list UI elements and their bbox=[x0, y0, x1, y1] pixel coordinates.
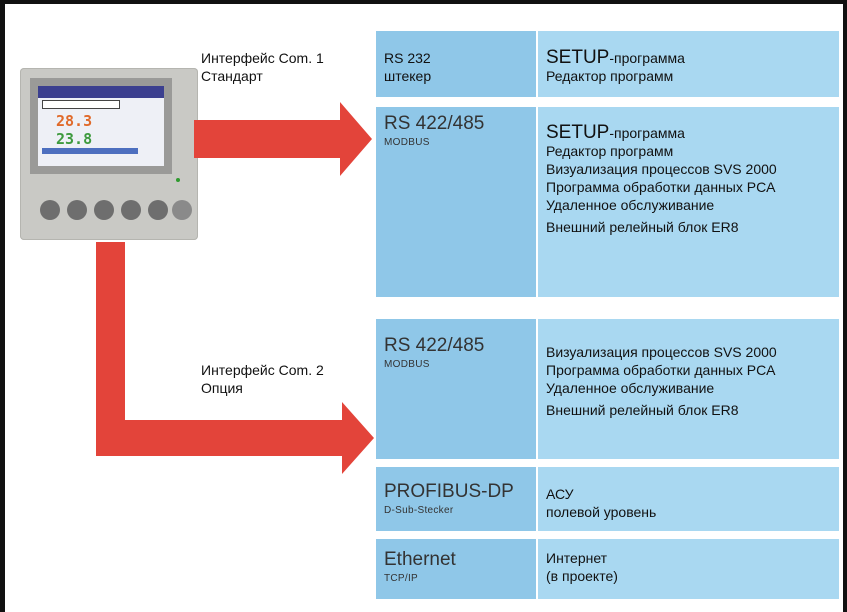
status-led bbox=[176, 178, 180, 182]
setup-program-item: SETUP-программа bbox=[546, 122, 685, 143]
rs232-functions-box: SETUP-программа Редактор программ bbox=[538, 31, 839, 97]
ethernet-box: Ethernet TCP/IP bbox=[376, 539, 536, 599]
screen-header-bar bbox=[38, 86, 164, 98]
function-item: Внешний релейный блок ER8 bbox=[546, 402, 739, 418]
profibus-title: PROFIBUS-DP bbox=[384, 481, 514, 502]
screen-title-box bbox=[42, 100, 120, 109]
screen-value-2: 23.8 bbox=[56, 130, 93, 148]
com2-label: Интерфейс Com. 2 Опция bbox=[201, 362, 324, 396]
function-item: Интернет bbox=[546, 550, 608, 566]
com1-label: Интерфейс Com. 1 Стандарт bbox=[201, 50, 324, 84]
profibus-box: PROFIBUS-DP D-Sub-Stecker bbox=[376, 467, 536, 531]
rs422-com1-sub: MODBUS bbox=[384, 137, 430, 148]
function-item: АСУ bbox=[546, 486, 574, 502]
rs232-sub: штекер bbox=[384, 68, 432, 84]
rs422-com2-functions-box: Визуализация процессов SVS 2000 Программ… bbox=[538, 319, 839, 459]
function-item: Программа обработки данных PCA bbox=[546, 179, 776, 195]
ethernet-functions-list: Интернет (в проекте) bbox=[546, 549, 618, 585]
function-item: Редактор программ bbox=[546, 68, 674, 84]
device-screen: 28.3 23.8 bbox=[38, 86, 164, 166]
device-button-1 bbox=[40, 200, 60, 220]
profibus-functions-box: АСУ полевой уровень bbox=[538, 467, 839, 531]
function-item: (в проекте) bbox=[546, 568, 618, 584]
device-button-2 bbox=[67, 200, 87, 220]
function-item: Визуализация процессов SVS 2000 bbox=[546, 344, 777, 360]
ethernet-sub: TCP/IP bbox=[384, 573, 419, 584]
rs422-com2-sub: MODBUS bbox=[384, 359, 430, 370]
function-item: полевой уровень bbox=[546, 504, 657, 520]
setup-program-item: SETUP-программа bbox=[546, 47, 685, 68]
device-button-3 bbox=[94, 200, 114, 220]
device-screen-bezel: 28.3 23.8 bbox=[30, 78, 172, 174]
rs422-com1-functions-box: SETUP-программа Редактор программ Визуал… bbox=[538, 107, 839, 297]
screen-value-1: 28.3 bbox=[56, 112, 93, 130]
rs232-box: RS 232 штекер bbox=[376, 31, 536, 97]
device-button-6 bbox=[172, 200, 192, 220]
function-item: Визуализация процессов SVS 2000 bbox=[546, 161, 777, 177]
function-item: Редактор программ bbox=[546, 143, 674, 159]
arrow-com2 bbox=[96, 242, 374, 474]
function-item: Программа обработки данных PCA bbox=[546, 362, 776, 378]
screen-status-strip bbox=[42, 148, 138, 154]
rs422-com1-title: RS 422/485 bbox=[384, 113, 485, 134]
device-button-4 bbox=[121, 200, 141, 220]
rs232-functions-list: SETUP-программа Редактор программ bbox=[546, 47, 685, 85]
arrow-com1 bbox=[194, 102, 372, 176]
profibus-functions-list: АСУ полевой уровень bbox=[546, 485, 656, 521]
device-button-5 bbox=[148, 200, 168, 220]
function-item: Внешний релейный блок ER8 bbox=[546, 219, 739, 235]
ethernet-title: Ethernet bbox=[384, 549, 456, 570]
function-item: Удаленное обслуживание bbox=[546, 197, 715, 213]
ethernet-functions-box: Интернет (в проекте) bbox=[538, 539, 839, 599]
rs422-com2-box: RS 422/485 MODBUS bbox=[376, 319, 536, 459]
rs422-com2-functions-list: Визуализация процессов SVS 2000 Программ… bbox=[546, 343, 777, 419]
rs422-com2-title: RS 422/485 bbox=[384, 335, 485, 356]
rs422-com1-box: RS 422/485 MODBUS bbox=[376, 107, 536, 297]
controller-device-image: 28.3 23.8 bbox=[20, 68, 198, 240]
rs232-title: RS 232 bbox=[384, 50, 431, 66]
function-item: Удаленное обслуживание bbox=[546, 380, 715, 396]
rs422-com1-functions-list: SETUP-программа Редактор программ Визуал… bbox=[546, 122, 777, 236]
profibus-sub: D-Sub-Stecker bbox=[384, 505, 454, 516]
